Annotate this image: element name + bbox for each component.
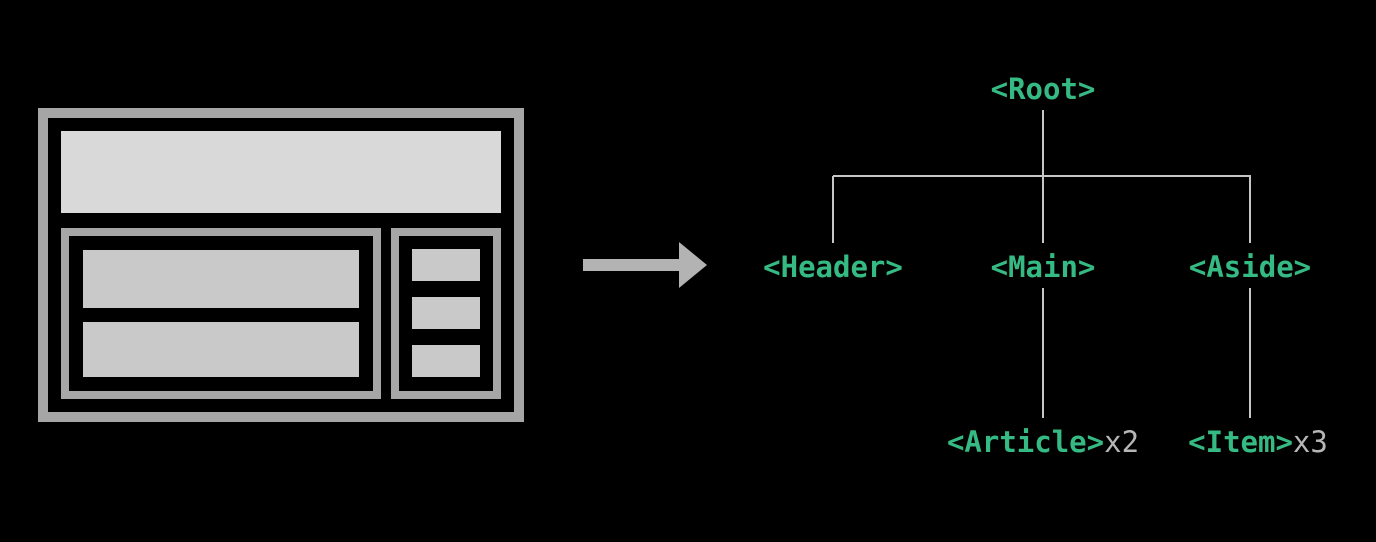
wireframe-item-block-3 [412, 345, 480, 377]
wireframe-body [61, 228, 501, 399]
tree-node-item-label: <Item> [1188, 425, 1293, 459]
arrow-shaft [583, 259, 679, 271]
tree-node-aside: <Aside> [1188, 250, 1312, 284]
wireframe-article-block-1 [83, 250, 359, 308]
tree-node-header: <Header> [763, 250, 903, 284]
right-arrow-icon [583, 242, 707, 288]
arrow-head [679, 242, 707, 288]
tree-node-article-label: <Article> [946, 425, 1105, 459]
wireframe-header-block [61, 131, 501, 213]
wireframe-article-block-2 [83, 322, 359, 377]
page-wireframe [38, 108, 524, 422]
tree-node-main: <Main> [990, 250, 1096, 284]
wireframe-item-block-2 [412, 297, 480, 329]
tree-node-article-count: x2 [1104, 425, 1140, 459]
tree-node-item: <Item>x3 [1188, 425, 1328, 459]
tree-node-root: <Root> [990, 72, 1096, 106]
tree-node-item-count: x3 [1292, 425, 1328, 459]
wireframe-aside-block [391, 228, 501, 399]
wireframe-main-block [61, 228, 381, 399]
tree-node-article: <Article>x2 [947, 425, 1139, 459]
wireframe-item-block-1 [412, 249, 480, 281]
